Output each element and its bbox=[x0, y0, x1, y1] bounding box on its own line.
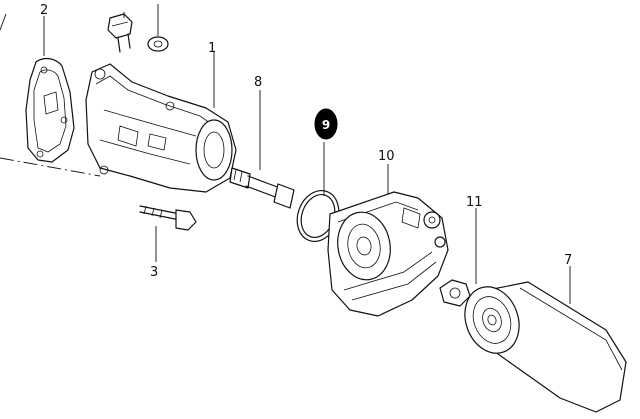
callout-11-label: 11 bbox=[466, 195, 483, 210]
callout-1-label: 1 bbox=[208, 41, 216, 56]
callout-3: 3 bbox=[150, 265, 158, 280]
callout-7-label: 7 bbox=[564, 253, 572, 268]
callout-1: 1 bbox=[208, 41, 216, 56]
callout-8: 8 bbox=[254, 75, 262, 90]
callout-3-label: 3 bbox=[150, 265, 158, 280]
washer-part bbox=[147, 36, 169, 52]
callout-2-label: 2 bbox=[40, 3, 48, 18]
leader-lines bbox=[0, 4, 571, 304]
bolt-part bbox=[139, 205, 197, 231]
callout-11: 11 bbox=[466, 195, 483, 210]
gasket-part bbox=[25, 57, 75, 163]
callout-8-label: 8 bbox=[254, 75, 262, 90]
callout-9-label: 9 bbox=[322, 118, 330, 132]
callout-10-label: 10 bbox=[378, 149, 395, 164]
bolt-top-part bbox=[107, 13, 133, 53]
center-line bbox=[0, 157, 101, 177]
highlight-marker bbox=[314, 108, 338, 140]
filter-housing-part bbox=[327, 191, 449, 317]
oil-pump-body-part bbox=[85, 63, 237, 193]
callout-7: 7 bbox=[564, 253, 572, 268]
callout-10: 10 bbox=[378, 149, 395, 164]
shaft-part bbox=[229, 167, 295, 209]
callout-9-highlighted: 9 bbox=[314, 108, 338, 140]
callout-2: 2 bbox=[40, 3, 48, 18]
nipple-nut-part bbox=[439, 279, 471, 307]
oil-filter-part bbox=[464, 281, 627, 413]
